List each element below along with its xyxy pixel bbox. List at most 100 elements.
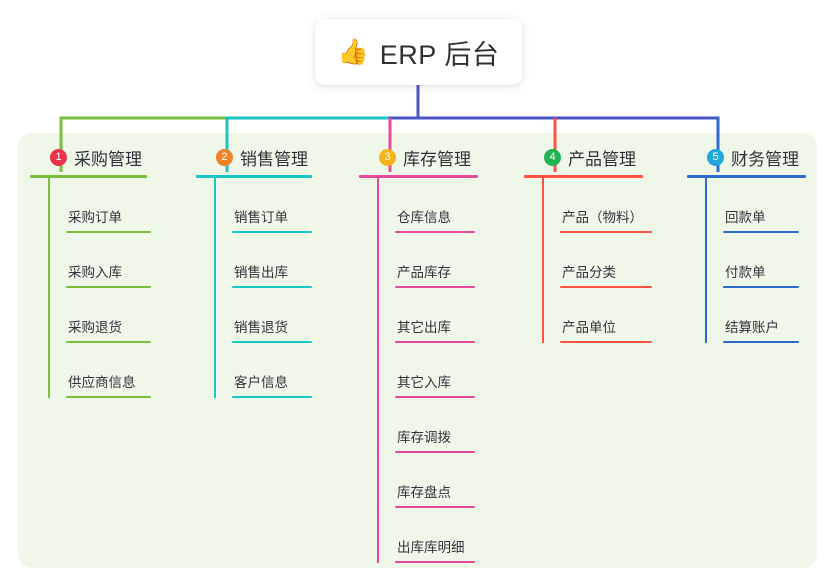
branch-leaf-list: 销售订单销售出库销售退货客户信息 (196, 178, 312, 398)
leaf-label: 销售出库 (234, 265, 288, 280)
branch-header-2[interactable]: 2 销售管理 (196, 145, 312, 169)
branch-number-badge: 3 (379, 148, 396, 166)
leaf-node[interactable]: 产品库存 (377, 233, 478, 288)
branch-title: 产品管理 (568, 149, 636, 169)
branch-title: 采购管理 (74, 149, 142, 169)
leaf-node[interactable]: 销售订单 (214, 178, 312, 233)
leaf-underline (66, 286, 151, 288)
branch-header-1[interactable]: 1 采购管理 (30, 145, 151, 169)
branch-leaf-list: 仓库信息产品库存其它出库其它入库库存调拨库存盘点出库库明细 (359, 178, 478, 563)
branch-underline (524, 175, 643, 178)
branch-number-badge: 5 (707, 148, 724, 166)
leaf-underline (560, 286, 652, 288)
leaf-underline (232, 396, 312, 398)
leaf-node[interactable]: 采购订单 (48, 178, 151, 233)
thumbs-up-icon: 👍 (337, 37, 369, 66)
branch-spine (214, 178, 216, 398)
branch-title: 销售管理 (240, 149, 308, 169)
leaf-node[interactable]: 回款单 (705, 178, 806, 233)
branch-spine (48, 178, 50, 398)
leaf-node[interactable]: 出库库明细 (377, 508, 478, 563)
leaf-label: 库存调拨 (397, 430, 451, 445)
branch-leaf-list: 采购订单采购入库采购退货供应商信息 (30, 178, 151, 398)
branch-header-4[interactable]: 4 产品管理 (524, 145, 652, 169)
leaf-underline (232, 231, 312, 233)
branch-title: 财务管理 (731, 149, 799, 169)
branch-leaf-list: 回款单付款单结算账户 (687, 178, 806, 343)
leaf-underline (723, 231, 799, 233)
leaf-label: 采购退货 (68, 320, 122, 335)
leaf-node[interactable]: 产品分类 (542, 233, 652, 288)
leaf-label: 库存盘点 (397, 485, 451, 500)
branch-header-3[interactable]: 3 库存管理 (359, 145, 478, 169)
leaf-label: 产品（物料） (562, 210, 643, 225)
leaf-underline (560, 231, 652, 233)
branch-number-badge: 2 (216, 148, 233, 166)
leaf-underline (232, 286, 312, 288)
leaf-node[interactable]: 产品单位 (542, 288, 652, 343)
leaf-node[interactable]: 其它出库 (377, 288, 478, 343)
leaf-underline (66, 341, 151, 343)
branch-3: 3 库存管理仓库信息产品库存其它出库其它入库库存调拨库存盘点出库库明细 (359, 145, 478, 563)
leaf-underline (395, 341, 475, 343)
branch-number-badge: 4 (544, 148, 561, 166)
leaf-label: 客户信息 (234, 375, 288, 390)
branch-2: 2 销售管理销售订单销售出库销售退货客户信息 (196, 145, 312, 398)
branch-header-5[interactable]: 5 财务管理 (687, 145, 806, 169)
leaf-underline (395, 561, 475, 563)
leaf-label: 付款单 (725, 265, 766, 280)
leaf-underline (232, 341, 312, 343)
leaf-label: 采购入库 (68, 265, 122, 280)
leaf-label: 产品单位 (562, 320, 616, 335)
leaf-underline (723, 341, 799, 343)
branch-underline (687, 175, 806, 178)
leaf-label: 产品库存 (397, 265, 451, 280)
leaf-label: 其它入库 (397, 375, 451, 390)
leaf-underline (66, 396, 151, 398)
leaf-underline (395, 286, 475, 288)
leaf-node[interactable]: 产品（物料） (542, 178, 652, 233)
leaf-underline (560, 341, 652, 343)
branch-underline (359, 175, 478, 178)
root-node[interactable]: 👍 ERP 后台 (315, 19, 522, 85)
diagram-panel (18, 133, 817, 568)
leaf-label: 回款单 (725, 210, 766, 225)
leaf-label: 结算账户 (725, 320, 779, 335)
leaf-node[interactable]: 客户信息 (214, 343, 312, 398)
leaf-underline (395, 451, 475, 453)
leaf-underline (723, 286, 799, 288)
branch-underline (30, 175, 147, 178)
leaf-node[interactable]: 付款单 (705, 233, 806, 288)
branch-spine (705, 178, 707, 343)
leaf-node[interactable]: 结算账户 (705, 288, 806, 343)
leaf-label: 产品分类 (562, 265, 616, 280)
leaf-node[interactable]: 其它入库 (377, 343, 478, 398)
leaf-node[interactable]: 库存调拨 (377, 398, 478, 453)
branch-4: 4 产品管理产品（物料） 产品分类产品单位 (524, 145, 652, 343)
leaf-underline (395, 396, 475, 398)
branch-number-badge: 1 (50, 148, 67, 166)
leaf-node[interactable]: 采购退货 (48, 288, 151, 343)
branch-spine (542, 178, 544, 343)
branch-spine (377, 178, 379, 563)
leaf-label: 其它出库 (397, 320, 451, 335)
leaf-underline (395, 231, 475, 233)
leaf-label: 出库库明细 (397, 540, 465, 555)
leaf-node[interactable]: 采购入库 (48, 233, 151, 288)
leaf-label: 销售退货 (234, 320, 288, 335)
leaf-label: 采购订单 (68, 210, 122, 225)
leaf-label: 供应商信息 (68, 375, 136, 390)
root-node-content: 👍 ERP 后台 (338, 33, 500, 72)
leaf-node[interactable]: 库存盘点 (377, 453, 478, 508)
leaf-node[interactable]: 销售退货 (214, 288, 312, 343)
branch-leaf-list: 产品（物料） 产品分类产品单位 (524, 178, 652, 343)
leaf-underline (395, 506, 475, 508)
leaf-node[interactable]: 销售出库 (214, 233, 312, 288)
branch-1: 1 采购管理采购订单采购入库采购退货供应商信息 (30, 145, 151, 398)
leaf-underline (66, 231, 151, 233)
branch-title: 库存管理 (403, 149, 471, 169)
leaf-node[interactable]: 仓库信息 (377, 178, 478, 233)
leaf-node[interactable]: 供应商信息 (48, 343, 151, 398)
root-node-title: ERP 后台 (379, 39, 500, 70)
